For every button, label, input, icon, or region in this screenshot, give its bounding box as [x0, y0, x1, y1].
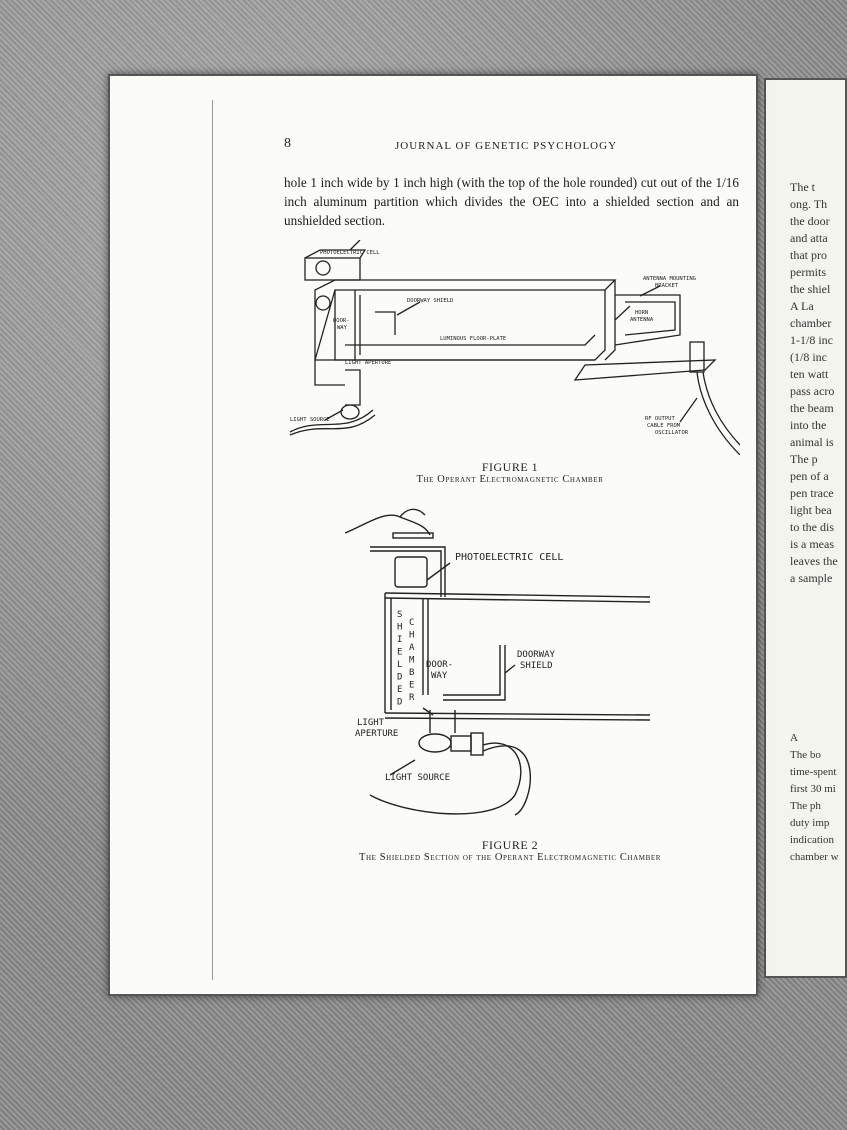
fig2-chamber-letter: M [409, 656, 415, 666]
fig1-label-doorway-shield: DOORWAY SHIELD [407, 298, 453, 304]
page-margin-line [212, 100, 213, 980]
fig2-label-aperture-2: APERTURE [355, 729, 398, 739]
facing-page-lower-line: indication [790, 834, 834, 846]
running-head: JOURNAL OF GENETIC PSYCHOLOGY [395, 140, 618, 152]
fig2-chamber-letter: R [409, 693, 415, 703]
facing-page-line: pass acro [790, 384, 835, 398]
facing-page-line: 1-1/8 inc [790, 333, 833, 347]
fig2-chamber-letter: A [409, 643, 415, 653]
figure-2-number: FIGURE 2 [481, 838, 539, 852]
facing-page-lower-line: first 30 mi [790, 783, 836, 795]
fig2-chamber-letter: B [409, 668, 414, 678]
fig2-shielded-letter: D [397, 673, 402, 683]
page-number: 8 [284, 136, 291, 151]
fig1-label-doorway-2: WAY [337, 325, 348, 331]
fig1-label-doorway-1: DOOR- [333, 318, 350, 324]
facing-page-lower-line: chamber w [790, 851, 839, 863]
fig1-label-antenna-bracket-1: ANTENNA MOUNTING [643, 276, 696, 282]
facing-page-line: pen of a [790, 469, 829, 483]
fig2-label-photocell: PHOTOELECTRIC CELL [455, 552, 563, 563]
fig1-label-antenna-bracket-2: BRACKET [655, 283, 679, 289]
facing-page-line: ten watt [790, 367, 829, 381]
facing-page-line: a sample [790, 571, 833, 585]
fig2-shielded-letter: I [397, 635, 402, 645]
fig2-shielded-letter: L [397, 660, 402, 670]
figure-1-diagram: PHOTOELECTRIC CELL ANTENNA MOUNTING BRAC… [289, 240, 740, 455]
figure-1-number: FIGURE 1 [481, 460, 539, 474]
facing-page-line: The t [790, 180, 815, 194]
facing-page-line: to the dis [790, 520, 834, 534]
facing-page-line: and atta [790, 231, 828, 245]
fig2-label-doorway-1: DOOR- [426, 660, 453, 670]
fig2-chamber-letter: E [409, 681, 414, 691]
fig2-chamber-letter: H [409, 631, 414, 641]
fig2-label-doorway-shield-1: DOORWAY [517, 650, 556, 660]
facing-page-lower-line: duty imp [790, 817, 830, 829]
facing-page-line: ong. Th [790, 197, 828, 211]
facing-page-line: that pro [790, 248, 827, 262]
facing-page-line: chamber [790, 316, 832, 330]
facing-page-lower-line: A [790, 732, 798, 744]
facing-page-line: permits [790, 265, 826, 279]
facing-page [764, 78, 847, 978]
fig2-label-doorway-2: WAY [431, 671, 448, 681]
fig1-label-floor-plate: LUMINOUS FLOOR-PLATE [440, 336, 506, 342]
facing-page-line: light bea [790, 503, 832, 517]
facing-page-line: A La [790, 299, 814, 313]
fig2-chamber-letter: C [409, 618, 414, 628]
facing-page-line: the shiel [790, 282, 831, 296]
fig2-shielded-letter: D [397, 698, 402, 708]
fig2-label-aperture-1: LIGHT [357, 718, 385, 728]
fig2-shielded-letter: E [397, 685, 402, 695]
fig2-label-doorway-shield-2: SHIELD [520, 661, 553, 671]
fig1-label-rf-1: RF OUTPUT [645, 416, 675, 422]
facing-page-line: leaves the [790, 554, 838, 568]
facing-page-lower-line: The ph [790, 800, 821, 812]
facing-page-line: into the [790, 418, 827, 432]
facing-page-line: The p [790, 452, 818, 466]
facing-page-line: is a meas [790, 537, 834, 551]
fig2-shielded-letter: S [397, 610, 402, 620]
facing-page-line: the door [790, 214, 830, 228]
fig1-label-photocell: PHOTOELECTRIC CELL [320, 250, 380, 256]
figure-2-caption: The Shielded Section of the Operant Elec… [358, 852, 662, 863]
fig2-shielded-letter: E [397, 648, 402, 658]
body-paragraph: hole 1 inch wide by 1 inch high (with th… [284, 175, 739, 228]
fig2-shielded-letter: H [397, 623, 402, 633]
fig1-label-rf-2: CABLE FROM [647, 423, 681, 429]
fig1-label-rf-3: OSCILLATOR [655, 430, 689, 436]
facing-page-line: pen trace [790, 486, 834, 500]
facing-page-line: the beam [790, 401, 834, 415]
fig1-label-horn-1: HORN [635, 310, 648, 316]
facing-page-line: (1/8 inc [790, 350, 827, 364]
fig2-label-light-source: LIGHT SOURCE [385, 773, 450, 783]
facing-page-lower-line: time-spent [790, 766, 837, 778]
fig1-label-horn-2: ANTENNA [630, 317, 654, 323]
facing-page-line: animal is [790, 435, 834, 449]
facing-page-lower-line: The bo [790, 749, 821, 761]
fig1-label-light-source: LIGHT SOURCE [290, 417, 330, 423]
figure-1-caption: The Operant Electromagnetic Chamber [416, 474, 604, 485]
fig1-label-light-aperture: LIGHT APERTURE [345, 360, 391, 366]
